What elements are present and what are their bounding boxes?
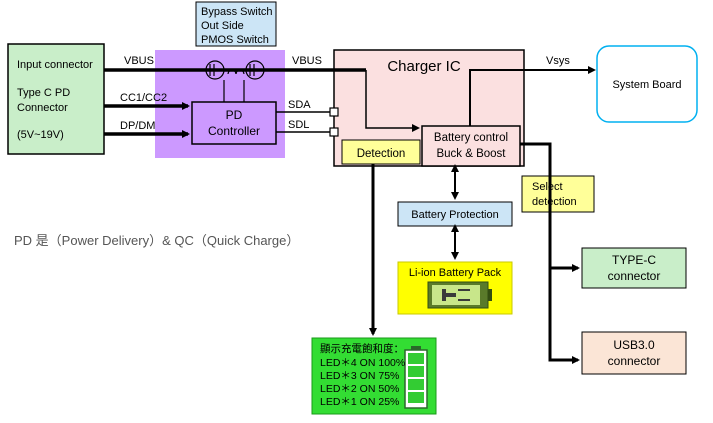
bypass-switch-box <box>195 1 277 47</box>
system-board-label: System Board <box>612 79 681 91</box>
cc-label: CC1/CC2 <box>120 92 167 104</box>
input-connector-line-3: (5V~19V) <box>17 129 64 141</box>
sda-port <box>329 107 339 117</box>
vsys-label: Vsys <box>546 55 570 67</box>
led-title: 顯示充電飽和度： <box>320 342 404 355</box>
vsys-wire <box>469 66 596 126</box>
output-wire <box>520 142 580 364</box>
sdl-label: SDL <box>288 119 309 131</box>
vbus-out-label: VBUS <box>292 55 322 67</box>
input-connector-line-1: Type C PD <box>17 87 70 99</box>
select-detection-box <box>521 175 595 213</box>
battery-protection-label: Battery Protection <box>411 209 498 221</box>
sda-label: SDA <box>288 99 311 111</box>
charger-ic-title: Charger IC <box>387 58 461 75</box>
type-c-line-1: TYPE-C <box>612 253 656 267</box>
pd-controller-box <box>191 101 277 145</box>
usb3-line-1: USB3.0 <box>613 338 655 352</box>
pd-controller-line-1: PD <box>226 108 243 122</box>
type-c-box <box>581 247 687 289</box>
system-board-box <box>596 45 698 123</box>
input-connector-title: Input connector <box>17 59 93 71</box>
bypass-line-1: Bypass Switch <box>201 6 273 18</box>
led-line-3: LED＊2 ON 50% <box>320 383 399 395</box>
battery-icon <box>427 281 492 309</box>
led-line-4: LED＊1 ON 25% <box>320 396 399 408</box>
bypass-line-2: Out Side <box>201 20 244 32</box>
battery-control-line-1: Battery control <box>434 132 508 144</box>
detection-label: Detection <box>357 148 406 160</box>
pd-note: PD 是（Power Delivery）& QC（Quick Charge） <box>14 233 299 248</box>
select-detection-line-2: detection <box>532 196 577 208</box>
dp-label: DP/DM <box>120 120 155 132</box>
led-line-1: LED＊4 ON 100% <box>320 357 405 369</box>
sdl-port <box>329 127 339 137</box>
battery-control-line-2: Buck & Boost <box>436 148 506 160</box>
detection-box <box>341 139 421 165</box>
usb3-box <box>581 331 687 375</box>
battery-pack-label: Li-ion Battery Pack <box>409 267 502 279</box>
vbus-to-battery-control <box>365 70 420 132</box>
input-connector-line-2: Connector <box>17 102 68 114</box>
battery-level-icon <box>404 346 428 409</box>
battery-protection-box <box>397 201 513 227</box>
led-line-2: LED＊3 ON 75% <box>320 370 399 382</box>
type-c-line-2: connector <box>608 269 661 283</box>
input-connector-box <box>7 43 105 155</box>
bypass-line-3: PMOS Switch <box>201 34 269 46</box>
vbus-in-label: VBUS <box>124 55 154 67</box>
usb3-line-2: connector <box>608 354 661 368</box>
pd-controller-line-2: Controller <box>208 124 260 138</box>
select-detection-line-1: Select <box>532 181 563 193</box>
